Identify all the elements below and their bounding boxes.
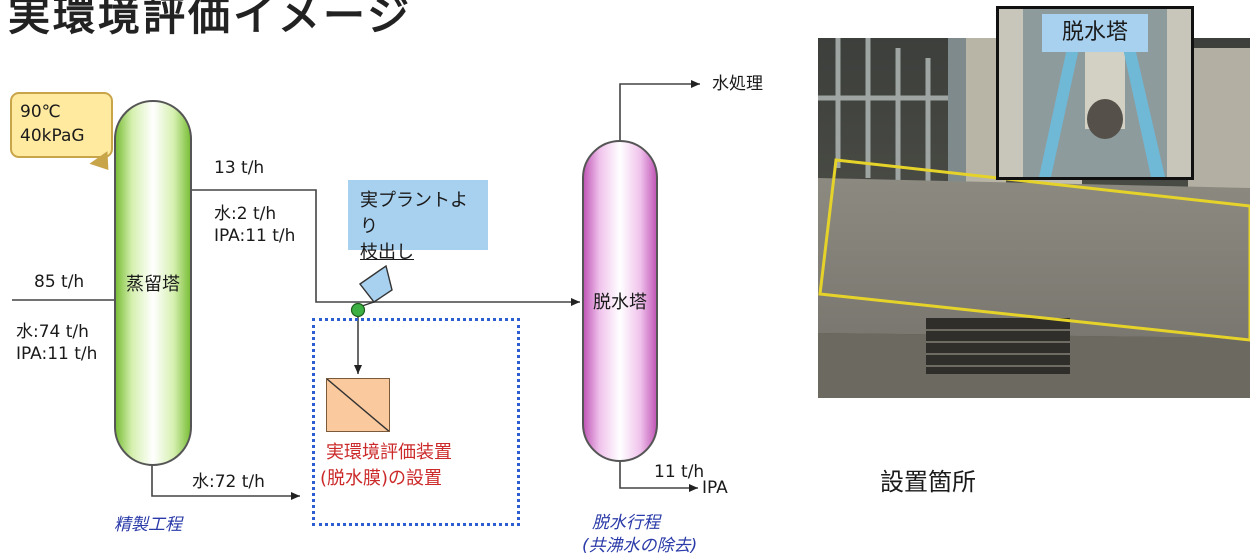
overhead-line [190,189,580,306]
feed-flow-label: 85 t/h [34,272,85,292]
dehydration-column-label: 脱水塔 [593,292,647,313]
water-treatment-label: 水処理 [712,74,763,94]
photo-caption: 設置箇所 [880,468,976,496]
membrane-module [326,378,390,432]
page-title: 実環境評価イメージ [8,0,413,40]
membrane-diagonal [327,379,389,431]
section-refining: 精製工程 [114,515,182,535]
evaluation-unit-line2: (脱水膜)の設置 [320,468,443,489]
overhead-water-label: 水:2 t/h [214,204,277,224]
evaluation-unit-line1: 実環境評価装置 [326,442,452,463]
section-dehydration-note: (共沸水の除去) [582,536,698,556]
product-name-label: IPA [702,478,728,498]
product-flow-label: 11 t/h [654,462,705,482]
section-dehydration: 脱水行程 [592,513,660,533]
branch-note-line1: 実プラントより [360,190,468,237]
branch-note: 実プラントより 枝出し [348,180,488,263]
distillation-column: 蒸留塔 [114,100,192,466]
photo-label: 脱水塔 [1042,14,1148,52]
water-treatment-line [619,80,700,140]
bottoms-line [151,464,300,500]
condition-callout: 90℃ 40kPaG [10,92,113,158]
product-line [619,462,698,492]
dehydration-column: 脱水塔 [582,140,658,462]
bottoms-water-label: 水:72 t/h [192,472,265,492]
branch-point-icon [350,302,366,318]
install-area-frame [818,158,1250,342]
valve-icon [358,264,393,307]
feed-water-label: 水:74 t/h [16,322,89,342]
evaluation-area [312,318,520,526]
callout-temperature: 90℃ [20,102,61,122]
branch-note-line2: 枝出し [360,242,414,263]
overhead-flow-label: 13 t/h [214,158,265,178]
overhead-ipa-label: IPA:11 t/h [214,226,296,246]
distillation-column-label: 蒸留塔 [126,274,180,295]
feed-ipa-label: IPA:11 t/h [16,344,98,364]
callout-pressure: 40kPaG [20,126,85,146]
